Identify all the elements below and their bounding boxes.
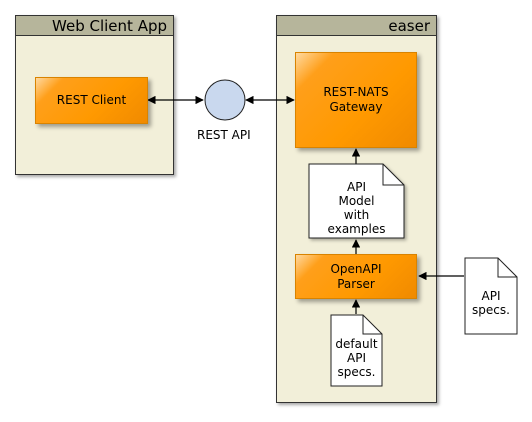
web-client-app-title: Web Client App	[16, 16, 173, 36]
rest-api-label: REST API	[197, 128, 251, 142]
default-specs-note-text: default API specs.	[335, 337, 378, 379]
rest-api-interface-circle	[204, 79, 246, 121]
rest-nats-gateway-component: REST-NATS Gateway	[295, 52, 417, 148]
easer-title: easer	[277, 16, 436, 36]
api-model-note-shape	[308, 163, 405, 239]
api-specs-note-text: API specs.	[472, 289, 510, 317]
rest-client-component: REST Client	[35, 77, 148, 124]
default-specs-note-shape	[330, 314, 383, 387]
openapi-parser-component: OpenAPI Parser	[295, 254, 417, 299]
api-model-note-text: API Model with examples	[327, 180, 386, 236]
